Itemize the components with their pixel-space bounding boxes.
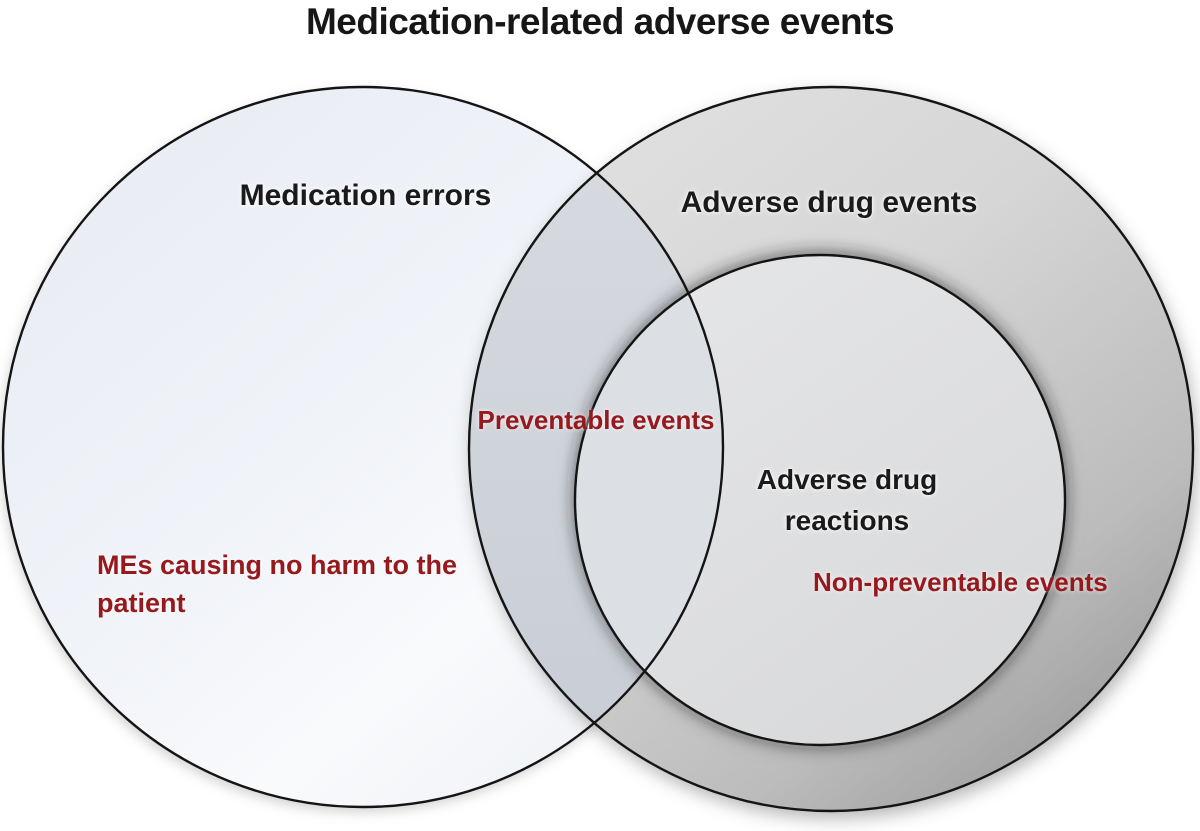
mes-causing-no-harm-annotation: MEs causing no harm to the patient xyxy=(97,550,458,619)
figure-title: Medication-related adverse events xyxy=(305,1,895,42)
adverse-drug-reactions-label: Adverse drug reactions xyxy=(756,464,938,537)
adverse-drug-reactions-outline xyxy=(573,253,1067,747)
adverse-drug-events-outline xyxy=(467,85,1195,813)
preventable-events-annotation: Preventable events xyxy=(477,405,715,435)
adverse-drug-events-label: Adverse drug events xyxy=(680,186,978,219)
non-preventable-events-annotation: Non-preventable events xyxy=(813,567,1108,597)
medication-errors-outline xyxy=(1,85,725,809)
medication-errors-label: Medication errors xyxy=(239,179,492,212)
